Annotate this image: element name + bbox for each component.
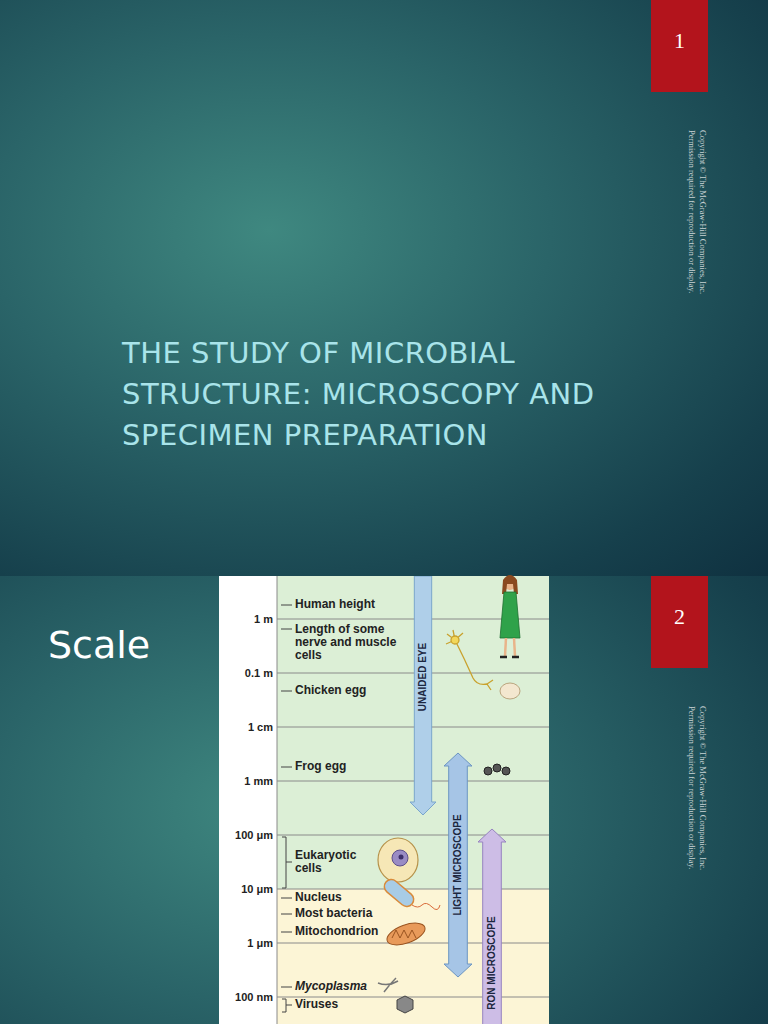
slide-heading: Scale <box>48 622 150 668</box>
scale-value: 1 cm <box>221 720 273 734</box>
arrow-outline <box>478 829 506 1024</box>
virus <box>397 996 413 1013</box>
copyright-note: Copyright © The McGraw-Hill Companies, I… <box>686 130 708 308</box>
range-arrow: UNAIDED EYE <box>409 576 437 816</box>
range-arrow: RON MICROSCOPE <box>477 828 507 1024</box>
slide-number: 1 <box>651 28 708 54</box>
slide-number: 2 <box>651 604 708 630</box>
scale-value: 1 mm <box>221 774 273 788</box>
scale-value: 0.1 m <box>221 666 273 680</box>
scale-item: Viruses <box>295 998 375 1011</box>
scale-value: 1 m <box>221 612 273 626</box>
scale-value: 1 μm <box>221 936 273 950</box>
scale-value: 10 μm <box>221 882 273 896</box>
scale-item: Length of some nerve and muscle cells <box>295 623 401 662</box>
scale-lines <box>277 576 549 1024</box>
scale-item: Human height <box>295 598 405 611</box>
human-figure <box>500 575 520 657</box>
scale-value: 100 μm <box>221 828 273 842</box>
scale-item: Chicken egg <box>295 684 405 697</box>
copyright-note: Copyright © The McGraw-Hill Companies, I… <box>686 706 708 884</box>
eukaryotic-cell <box>378 838 418 882</box>
range-label: RON MICROSCOPE <box>486 916 498 1009</box>
neuron-figure <box>446 630 493 690</box>
chart-band <box>277 889 549 1024</box>
slide-title: THE STUDY OF MICROBIAL STRUCTURE: MICROS… <box>122 333 662 456</box>
mitochondrion <box>384 919 428 950</box>
slide-number-box: 1 <box>651 0 708 92</box>
range-arrow: LIGHT MICROSCOPE <box>443 752 473 978</box>
frog-eggs <box>484 764 510 775</box>
bacterium <box>381 877 440 910</box>
range-label: UNAIDED EYE <box>417 643 429 711</box>
arrow-outline <box>444 753 472 977</box>
scale-item: Mycoplasma <box>295 980 375 993</box>
chicken-egg <box>500 683 520 699</box>
scale-item: Nucleus <box>295 891 379 904</box>
scale-item: Frog egg <box>295 760 405 773</box>
scale-item: Eukaryotic cells <box>295 849 367 875</box>
scale-item: Most bacteria <box>295 907 379 920</box>
scale-value: 100 nm <box>221 990 273 1004</box>
mycoplasma <box>378 978 398 992</box>
chart-band <box>277 576 549 889</box>
arrow-outline <box>410 576 436 815</box>
item-ticks <box>281 605 292 1012</box>
scale-item: Mitochondrion <box>295 925 385 938</box>
range-label: LIGHT MICROSCOPE <box>452 814 464 915</box>
slide-number-box: 2 <box>651 576 708 668</box>
